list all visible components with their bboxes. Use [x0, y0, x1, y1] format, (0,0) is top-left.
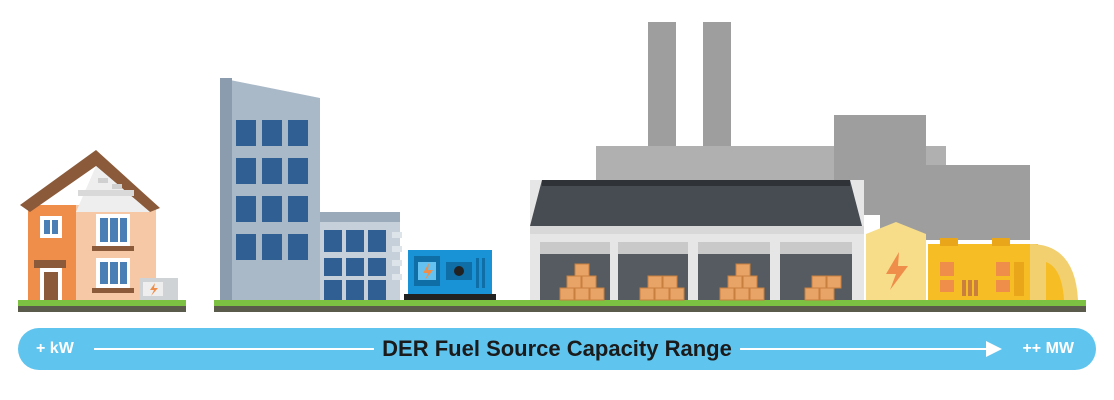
arrow-head-icon [986, 341, 1002, 357]
gas-turbine-icon [928, 238, 1078, 300]
range-high-label: ++ MW [1022, 340, 1074, 357]
office-building-illustration [214, 78, 528, 312]
standby-generator-icon [404, 250, 496, 300]
range-low-label: + kW [36, 340, 74, 357]
warehouse-illustration [530, 180, 864, 301]
range-title-text: DER Fuel Source Capacity Range [374, 336, 740, 361]
house-illustration [18, 150, 186, 312]
substation-icon [866, 222, 926, 300]
home-generator-icon [140, 278, 178, 300]
lightning-bolt-icon [886, 252, 908, 290]
range-title: DER Fuel Source Capacity Range [0, 328, 1114, 370]
